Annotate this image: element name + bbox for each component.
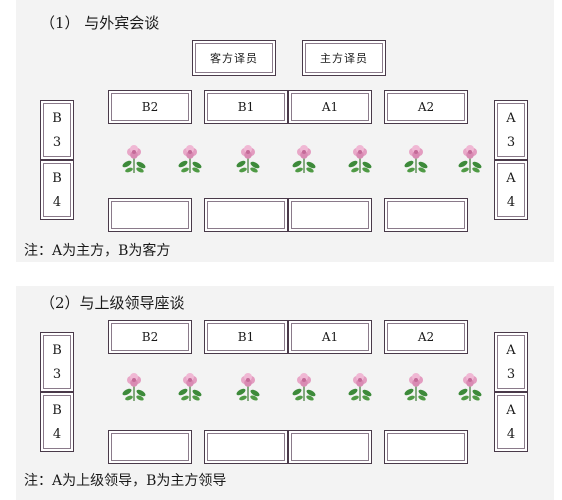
flower-icon xyxy=(456,144,484,174)
seat2-a4-number: 4 xyxy=(506,427,516,442)
flower-icon xyxy=(176,372,204,402)
section-1-title: （1） 与外宾会谈 xyxy=(40,14,160,32)
flower-icon xyxy=(346,372,374,402)
seat2-a4: A 4 xyxy=(494,392,528,452)
seat-empty-4 xyxy=(384,198,468,232)
section-2-title: （2）与上级领导座谈 xyxy=(40,294,185,312)
seat2-a3-letter: A xyxy=(506,343,516,358)
seat2-empty-3 xyxy=(288,430,372,464)
seat-empty-1 xyxy=(108,198,192,232)
seat2-a2-label: A2 xyxy=(417,330,435,344)
seat2-empty-1 xyxy=(108,430,192,464)
flower-icon xyxy=(234,372,262,402)
seat-a3-number: 3 xyxy=(506,135,516,150)
flower-icon xyxy=(176,144,204,174)
seat-a2: A2 xyxy=(384,90,468,124)
section-2-panel: （2）与上级领导座谈 B2 B1 A1 A2 B 3 B 4 A 3 A 4 注… xyxy=(16,286,554,500)
seat2-b4-letter: B xyxy=(52,403,62,418)
flower-icon xyxy=(120,372,148,402)
seat2-b4-number: 4 xyxy=(52,427,62,442)
seat-a1: A1 xyxy=(288,90,372,124)
seat2-empty-4 xyxy=(384,430,468,464)
seat-a1-label: A1 xyxy=(321,100,339,114)
flower-icon xyxy=(346,144,374,174)
seat2-b3: B 3 xyxy=(40,332,74,392)
flower-icon xyxy=(402,372,430,402)
seat-b2: B2 xyxy=(108,90,192,124)
seat-b3-letter: B xyxy=(52,111,62,126)
flower-icon xyxy=(402,144,430,174)
seat2-a1: A1 xyxy=(288,320,372,354)
seat-b4-number: 4 xyxy=(52,195,62,210)
seat-b3: B 3 xyxy=(40,100,74,160)
seat-b2-label: B2 xyxy=(141,100,159,114)
seat2-b1: B1 xyxy=(204,320,288,354)
seat2-b2: B2 xyxy=(108,320,192,354)
flower-icon xyxy=(234,144,262,174)
section-2-note: 注：A为上级领导，B为主方领导 xyxy=(24,473,227,489)
guest-interpreter-label: 客方译员 xyxy=(210,52,258,65)
seat2-b1-label: B1 xyxy=(237,330,255,344)
guest-interpreter-seat: 客方译员 xyxy=(192,40,276,76)
seat-a3-letter: A xyxy=(506,111,516,126)
flower-icon xyxy=(456,372,484,402)
flower-icon xyxy=(290,372,318,402)
flower-icon xyxy=(290,144,318,174)
section-1-panel: （1） 与外宾会谈 客方译员 主方译员 B2 B1 A1 A2 B 3 B 4 … xyxy=(16,0,554,262)
seat-b1-label: B1 xyxy=(237,100,255,114)
seat2-b3-letter: B xyxy=(52,343,62,358)
seat-a4: A 4 xyxy=(494,160,528,220)
section-1-note: 注：A为主方，B为客方 xyxy=(24,243,171,259)
seat2-b2-label: B2 xyxy=(141,330,159,344)
seat2-a3-number: 3 xyxy=(506,367,516,382)
host-interpreter-seat: 主方译员 xyxy=(302,40,386,76)
seat-b4-letter: B xyxy=(52,171,62,186)
seat-empty-3 xyxy=(288,198,372,232)
seat2-b3-number: 3 xyxy=(52,367,62,382)
seat2-a2: A2 xyxy=(384,320,468,354)
seat2-a1-label: A1 xyxy=(321,330,339,344)
seat-a4-letter: A xyxy=(506,171,516,186)
seat-b3-number: 3 xyxy=(52,135,62,150)
seat-b4: B 4 xyxy=(40,160,74,220)
seat2-b4: B 4 xyxy=(40,392,74,452)
seat-b1: B1 xyxy=(204,90,288,124)
seat2-a4-letter: A xyxy=(506,403,516,418)
host-interpreter-label: 主方译员 xyxy=(320,52,368,65)
seat-a3: A 3 xyxy=(494,100,528,160)
seat-a2-label: A2 xyxy=(417,100,435,114)
seat2-a3: A 3 xyxy=(494,332,528,392)
seat-a4-number: 4 xyxy=(506,195,516,210)
flower-icon xyxy=(120,144,148,174)
seat2-empty-2 xyxy=(204,430,288,464)
seat-empty-2 xyxy=(204,198,288,232)
